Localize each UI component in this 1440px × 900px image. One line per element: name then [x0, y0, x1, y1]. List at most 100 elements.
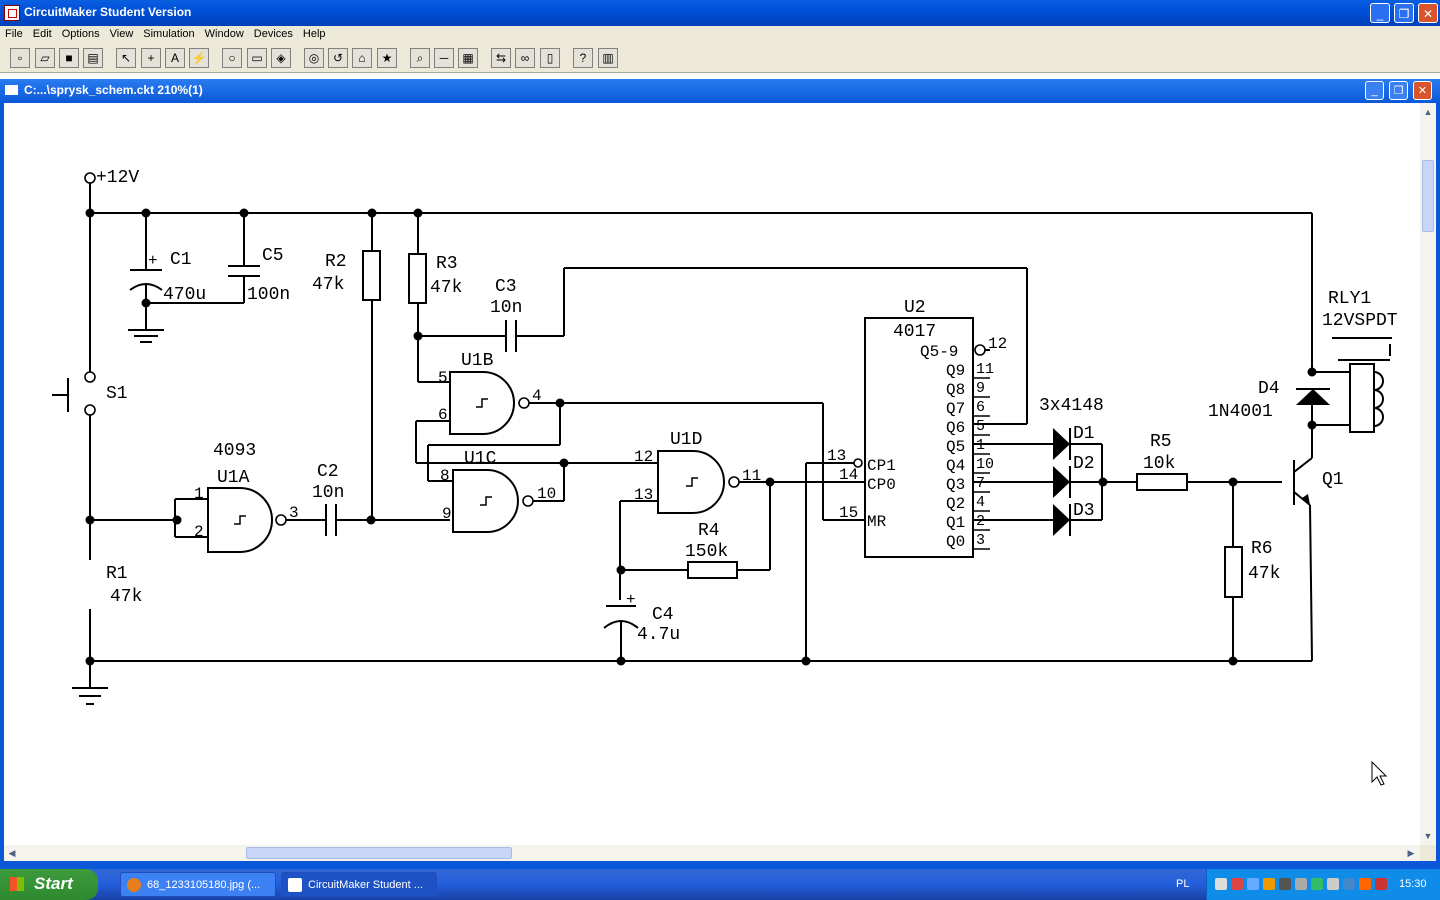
menu-file[interactable]: File	[5, 28, 23, 40]
vertical-scrollbar[interactable]: ▲ ▼	[1420, 103, 1436, 845]
arrow-tool-icon[interactable]: ↖	[116, 48, 136, 68]
scroll-right-icon[interactable]: ▶	[1407, 848, 1415, 858]
u2-output-label: Q8	[946, 381, 965, 399]
probe-icon[interactable]: ─	[434, 48, 454, 68]
u1b-pin5: 5	[438, 369, 448, 387]
cut-icon[interactable]: ▭	[247, 48, 267, 68]
horizontal-scrollbar[interactable]: ◀ ▶	[4, 845, 1420, 861]
menu-view[interactable]: View	[109, 28, 134, 40]
tray-icon[interactable]	[1343, 878, 1355, 890]
tray-icon[interactable]	[1311, 878, 1323, 890]
u1b-pin4: 4	[532, 387, 542, 405]
tray-icon[interactable]	[1231, 878, 1243, 890]
save-icon[interactable]: ■	[59, 48, 79, 68]
restore-button[interactable]: ❐	[1394, 3, 1414, 23]
window-frame-right	[1436, 103, 1440, 861]
r6-name: R6	[1251, 539, 1273, 559]
tray-icon[interactable]	[1215, 878, 1227, 890]
scope-icon[interactable]: ▦	[458, 48, 478, 68]
scroll-down-icon[interactable]: ▼	[1423, 831, 1433, 841]
c4-plus: +	[626, 591, 636, 609]
taskbar-item-label: 68_1233105180.jpg (...	[147, 879, 261, 891]
tray-icon[interactable]	[1247, 878, 1259, 890]
q1-name: Q1	[1322, 470, 1344, 490]
tray-icon[interactable]	[1327, 878, 1339, 890]
r1-name: R1	[106, 564, 128, 584]
d1-name: D1	[1073, 424, 1095, 444]
u1a-name: U1A	[217, 468, 250, 488]
c1-name: C1	[170, 250, 192, 270]
u2-q59: Q5-9	[920, 343, 958, 361]
menu-simulation[interactable]: Simulation	[143, 28, 195, 40]
u1c-pin8: 8	[440, 467, 450, 485]
help-icon[interactable]: ?	[573, 48, 593, 68]
u1d-pin11: 11	[742, 467, 761, 485]
u2-output-label: Q1	[946, 514, 965, 532]
tray-icon[interactable]	[1263, 878, 1275, 890]
u1a-pin2: 2	[194, 523, 204, 541]
r1-value: 47k	[110, 587, 142, 607]
scroll-left-icon[interactable]: ◀	[8, 848, 16, 858]
rotate-icon[interactable]: ⇆	[491, 48, 511, 68]
binoculars-icon[interactable]: ∞	[515, 48, 535, 68]
chip-icon[interactable]: ▥	[598, 48, 618, 68]
rly1-value: 12VSPDT	[1322, 311, 1398, 331]
menu-options[interactable]: Options	[61, 28, 100, 40]
menu-edit[interactable]: Edit	[32, 28, 52, 40]
schematic-canvas[interactable]: +12V + C1 470u C5 100n R2 47k R3 47k C3 …	[4, 103, 1420, 845]
r5-name: R5	[1150, 432, 1172, 452]
circuitmaker-icon	[288, 878, 302, 892]
scroll-up-icon[interactable]: ▲	[1423, 107, 1433, 117]
u2-pin14: 14	[839, 466, 858, 484]
doc-close-button[interactable]: ✕	[1413, 81, 1432, 100]
step-icon[interactable]: ⌂	[352, 48, 372, 68]
u1b-pin6: 6	[438, 406, 448, 424]
u2-output-label: Q9	[946, 362, 965, 380]
reset-icon[interactable]: ↺	[328, 48, 348, 68]
digital-mode-icon[interactable]: ◎	[304, 48, 324, 68]
minimize-button[interactable]: _	[1370, 3, 1390, 23]
d3-name: D3	[1073, 501, 1095, 521]
macro-icon[interactable]: ▯	[540, 48, 560, 68]
app-title-bar: CircuitMaker Student Version _ ❐ ✕	[0, 0, 1440, 26]
menu-help[interactable]: Help	[302, 28, 326, 40]
vertical-scroll-thumb[interactable]	[1422, 160, 1434, 232]
taskbar-item-circuitmaker[interactable]: CircuitMaker Student ...	[281, 872, 437, 897]
tray-icon[interactable]	[1295, 878, 1307, 890]
open-icon[interactable]: ▱	[35, 48, 55, 68]
toolbar: ▫ ▱ ■ ▤ ↖ + A ⚡ ○ ▭ ◈ ◎ ↺ ⌂ ★ ⌕ ─ ▦ ⇆ ∞ …	[0, 44, 1440, 73]
print-icon[interactable]: ▤	[83, 48, 103, 68]
trace-icon[interactable]: ⌕	[410, 48, 430, 68]
u2-output-label: Q3	[946, 476, 965, 494]
c1-value: 470u	[163, 285, 206, 305]
r3-name: R3	[436, 254, 458, 274]
run-icon[interactable]: ★	[377, 48, 397, 68]
firefox-icon	[127, 878, 141, 892]
u2-output-label: Q0	[946, 533, 965, 551]
doc-restore-button[interactable]: ❐	[1389, 81, 1408, 100]
tray-icon[interactable]	[1279, 878, 1291, 890]
doc-minimize-button[interactable]: _	[1365, 81, 1384, 100]
u2-output-pin-number: 10	[976, 456, 994, 473]
zoom-icon[interactable]: ○	[222, 48, 242, 68]
copy-icon[interactable]: ◈	[271, 48, 291, 68]
u1d-pin12: 12	[634, 448, 653, 466]
wire-tool-icon[interactable]: +	[141, 48, 161, 68]
u1c-name: U1C	[464, 449, 497, 469]
language-indicator[interactable]: PL	[1176, 878, 1190, 890]
tray-icon[interactable]	[1375, 878, 1387, 890]
menu-bar: File Edit Options View Simulation Window Devic…	[0, 26, 1440, 44]
menu-devices[interactable]: Devices	[253, 28, 293, 40]
probe-tool-icon[interactable]: ⚡	[189, 48, 209, 68]
close-button[interactable]: ✕	[1418, 3, 1438, 23]
menu-window[interactable]: Window	[204, 28, 244, 40]
taskbar-item-firefox[interactable]: 68_1233105180.jpg (...	[120, 872, 276, 897]
tray-icon[interactable]	[1359, 878, 1371, 890]
horizontal-scroll-thumb[interactable]	[246, 847, 512, 859]
text-tool-icon[interactable]: A	[165, 48, 185, 68]
u1a-pin3: 3	[289, 504, 299, 522]
start-button[interactable]: Start	[0, 869, 98, 900]
taskbar-item-label: CircuitMaker Student ...	[308, 879, 423, 891]
new-icon[interactable]: ▫	[10, 48, 30, 68]
